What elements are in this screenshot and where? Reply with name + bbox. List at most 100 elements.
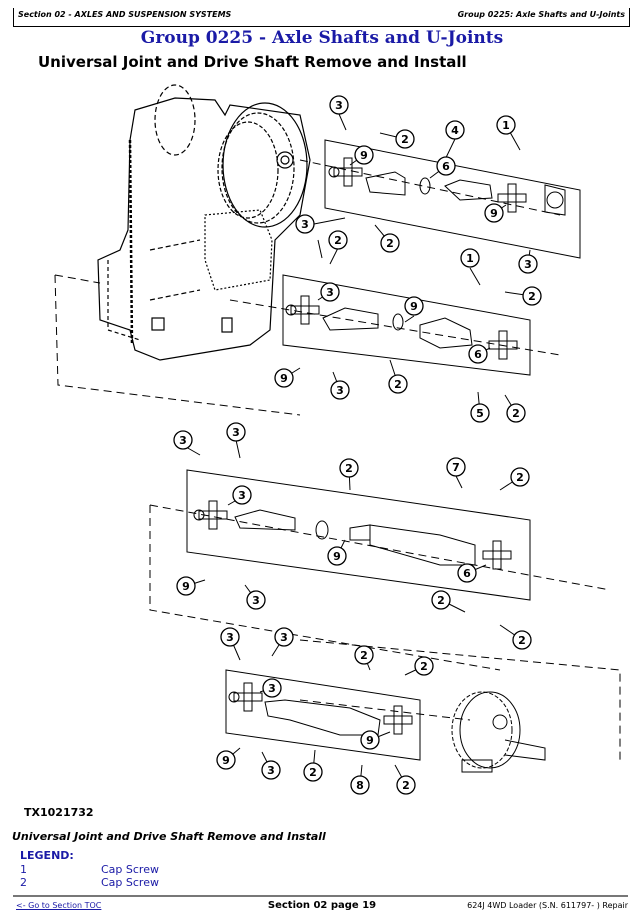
callout-9: 9 [354,145,374,165]
callout-2: 2 [414,656,434,676]
callout-3: 3 [232,485,252,505]
callout-7: 7 [446,457,466,477]
callout-3: 3 [173,430,193,450]
callout-circle [395,129,415,149]
callout-circle [460,248,480,268]
callout-number: 7 [452,461,460,474]
callout-circle [380,233,400,253]
callout-3: 3 [262,678,282,698]
callout-9: 9 [360,730,380,750]
callout-number: 2 [518,634,526,647]
callout-9: 9 [484,203,504,223]
legend-title: LEGEND: [20,849,74,862]
callout-circle [510,467,530,487]
shafts [234,171,566,736]
callout-2: 2 [388,374,408,394]
callout-circle [496,115,516,135]
callout-number: 6 [474,348,482,361]
group-title: Group 0225 - Axle Shafts and U-Joints [140,28,504,48]
callout-number: 9 [280,372,288,385]
guide-lines [54,159,621,760]
callout-number: 9 [182,580,190,593]
footer-divider [13,895,628,897]
callout-circle [457,563,477,583]
callout-3: 3 [226,422,246,442]
callout-circle [388,374,408,394]
callout-circle [470,403,490,423]
callout-circle [246,590,266,610]
callout-2: 2 [510,467,530,487]
callout-1: 1 [496,115,516,135]
callout-circle [261,760,281,780]
callout-circle [262,678,282,698]
callout-circle [360,730,380,750]
figure-id: TX1021732 [24,806,94,819]
callout-3: 3 [295,214,315,234]
callout-6: 6 [468,344,488,364]
callout-1: 1 [460,248,480,268]
callout-6: 6 [436,156,456,176]
callout-2: 2 [395,129,415,149]
callout-circle [404,296,424,316]
shaft-plane-4 [225,669,421,761]
callout-number: 2 [437,594,445,607]
callout-number: 5 [476,407,484,420]
callout-number: 6 [442,160,450,173]
callout-number: 3 [267,764,275,777]
callout-circle [354,645,374,665]
callout-2: 2 [506,403,526,423]
callout-8: 8 [350,775,370,795]
callout-circle [414,656,434,676]
callout-circle [431,590,451,610]
callout-9: 9 [176,576,196,596]
callout-circle [354,145,374,165]
callout-2: 2 [339,458,359,478]
callout-3: 3 [274,627,294,647]
callout-number: 3 [335,99,343,112]
u-joints [193,157,527,735]
callout-9: 9 [327,546,347,566]
callout-number: 9 [410,300,418,313]
callout-3: 3 [518,254,538,274]
callout-3: 3 [261,760,281,780]
callout-number: 2 [402,779,410,792]
callout-number: 2 [334,234,342,247]
callout-3: 3 [246,590,266,610]
callout-circle [350,775,370,795]
callout-circle [226,422,246,442]
callout-circle [176,576,196,596]
callout-number: 6 [463,567,471,580]
callout-number: 2 [394,378,402,391]
section-toc-link[interactable]: <- Go to Section TOC [16,901,102,910]
legend-item-number: 2 [20,876,27,889]
callout-number: 4 [451,124,459,137]
callout-number: 3 [336,384,344,397]
callout-number: 9 [360,149,368,162]
transmission-housing [97,84,311,361]
callout-circle [329,95,349,115]
callout-circle [216,750,236,770]
shaft-plane-3 [186,469,531,601]
callout-circle [320,282,340,302]
callout-3: 3 [320,282,340,302]
figure-caption: Universal Joint and Drive Shaft Remove a… [12,830,326,843]
callout-circle [328,230,348,250]
callout-circle [339,458,359,478]
callout-number: 8 [356,779,364,792]
callout-number: 2 [401,133,409,146]
callout-circle [446,457,466,477]
callout-circle [295,214,315,234]
callout-circle [522,286,542,306]
callout-circle [327,546,347,566]
callout-circle [484,203,504,223]
callout-4: 4 [445,120,465,140]
callout-2: 2 [512,630,532,650]
callout-circle [220,627,240,647]
callout-number: 1 [466,252,474,265]
callout-3: 3 [220,627,240,647]
callout-2: 2 [303,762,323,782]
callout-number: 9 [222,754,230,767]
group-label: Group 0225: Axle Shafts and U-Joints [457,10,625,19]
shaft-plane-1 [324,139,581,259]
